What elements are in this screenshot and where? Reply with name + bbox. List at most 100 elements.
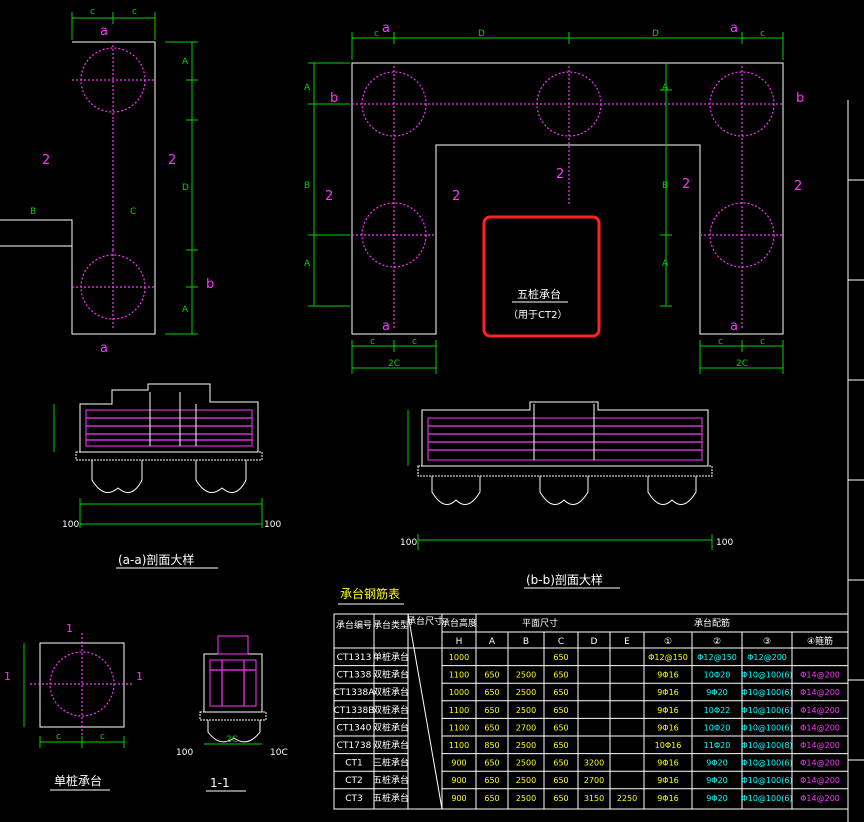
table-cell-id: CT1338 — [337, 671, 372, 681]
table-cell-r3: Φ10@100(6) — [741, 776, 792, 785]
section-mark-1: 1 — [4, 670, 11, 683]
table-cell-id: CT1 — [345, 759, 363, 769]
table-cell-r2: 9Φ20 — [706, 776, 728, 785]
table-cell-r4: Φ14@200 — [800, 706, 840, 715]
table-cell-e: 2250 — [617, 794, 637, 803]
table-cell-type: 双桩承台 — [373, 704, 409, 716]
table-header-plan-E: E — [624, 637, 630, 647]
table-cell-b: 2500 — [516, 759, 536, 768]
table-cell-type: 双桩承台 — [373, 686, 409, 698]
table-header-rebar-1: ② — [713, 637, 721, 647]
table-cell-type: 单桩承台 — [373, 651, 409, 663]
dim-B-label: B — [304, 181, 310, 191]
table-cell-r1: 9Φ16 — [657, 723, 679, 732]
table-cell-r2: Φ12@150 — [697, 653, 737, 662]
section-mark-2: 2 — [556, 167, 564, 182]
table-header-rebar-2: ③ — [763, 637, 771, 647]
table-cell-b: 2500 — [516, 794, 536, 803]
dim-c-label: c — [370, 337, 375, 347]
dim-B-label: B — [30, 207, 36, 217]
table-header-plan-C: C — [558, 637, 564, 647]
section-mark-a: a — [382, 21, 390, 36]
table-cell-a: 650 — [484, 671, 499, 680]
table-cell-r4: Φ14@200 — [800, 688, 840, 697]
table-cell-h: 900 — [451, 776, 466, 785]
section-mark-b: b — [206, 277, 214, 292]
dim-100-label: 100 — [716, 538, 733, 548]
table-cell-type: 双桩承台 — [373, 739, 409, 751]
dim-2c-label: 2C — [226, 735, 238, 745]
table-header-plan-B: B — [523, 637, 529, 647]
section-mark-1: 1 — [136, 670, 143, 683]
section-mark-a: a — [730, 21, 738, 36]
table-cell-d: 2700 — [584, 776, 604, 785]
table-cell-c: 650 — [553, 706, 568, 715]
table-cell-a: 850 — [484, 741, 499, 750]
table-cell-b: 2500 — [516, 776, 536, 785]
table-cell-r4: Φ14@200 — [800, 776, 840, 785]
table-cell-a: 650 — [484, 759, 499, 768]
table-header-rebar: 承台配筋 — [694, 617, 730, 629]
table-header-H: H — [456, 637, 463, 647]
table-cell-b: 2500 — [516, 741, 536, 750]
table-cell-b: 2500 — [516, 671, 536, 680]
table-cell-h: 1100 — [449, 671, 469, 680]
dim-100-label: 10C — [270, 748, 288, 758]
table-header-type: 承台类型 — [373, 619, 409, 631]
table-cell-r1: Φ12@150 — [648, 653, 688, 662]
section-mark-a: a — [730, 319, 738, 334]
table-cell-a: 650 — [484, 776, 499, 785]
table-cell-h: 1000 — [449, 653, 469, 662]
table-cell-r2: 9Φ20 — [706, 759, 728, 768]
dim-D-label: D — [478, 29, 485, 39]
table-header-rebar-3: ④箍筋 — [807, 635, 833, 647]
table-cell-type: 五桩承台 — [373, 792, 409, 804]
section-aa: 100 100 (a-a)剖面大样 — [53, 383, 281, 569]
highlight-box[interactable] — [482, 215, 601, 338]
dim-C-label: C — [130, 207, 136, 217]
table-header-plan-D: D — [591, 637, 598, 647]
dim-c-label: c — [374, 29, 379, 39]
table-cell-r1: 9Φ16 — [657, 688, 679, 697]
table-cell-h: 1100 — [449, 706, 469, 715]
table-cell-r3: Φ12@200 — [747, 653, 787, 662]
table-cell-c: 650 — [553, 688, 568, 697]
table-cell-id: CT1738 — [337, 741, 372, 751]
dim-100-label: 100 — [400, 538, 417, 548]
dim-A-label: A — [304, 83, 311, 93]
dim-c-label: c — [412, 337, 417, 347]
section-mark-2: 2 — [42, 153, 50, 168]
section-mark-b: b — [330, 91, 338, 106]
table-cell-c: 650 — [553, 759, 568, 768]
plan-five-pile: c D D c a a A B A A B A b b 2 2 2 2 2 a … — [304, 21, 804, 374]
table-cell-r3: Φ10@100(6) — [741, 688, 792, 697]
table-cell-r2: 9Φ20 — [706, 688, 728, 697]
table-cell-r2: 9Φ20 — [706, 794, 728, 803]
table-cell-r4: Φ14@200 — [800, 759, 840, 768]
dim-A-label: A — [304, 259, 311, 269]
table-cell-d: 3200 — [584, 759, 604, 768]
table-cell-c: 650 — [553, 794, 568, 803]
dim-100-label: 100 — [62, 520, 79, 530]
plan-single-pile: 1 1 1 c c 单桩承台 — [4, 622, 143, 791]
table-cell-type: 三桩承台 — [373, 757, 409, 769]
table-diagonal — [407, 613, 443, 810]
table-cell-r4: Φ14@200 — [800, 671, 840, 680]
table-cell-b: 2500 — [516, 688, 536, 697]
table-cell-r3: Φ10@100(8) — [741, 741, 792, 750]
table-header-plan-A: A — [489, 637, 496, 647]
section-mark-2: 2 — [325, 189, 333, 204]
table-cell-r2: 10Φ20 — [704, 723, 731, 732]
table-cell-h: 900 — [451, 794, 466, 803]
table-cell-b: 2700 — [516, 723, 536, 732]
section-bb-title: (b-b)剖面大样 — [526, 572, 603, 587]
dim-100-label: 100 — [176, 748, 193, 758]
table-cell-id: CT1340 — [337, 723, 372, 733]
dim-D-label: D — [652, 29, 659, 39]
table-cell-id: CT1338B — [334, 706, 375, 716]
dim-2c-label: 2C — [388, 359, 400, 369]
section-mark-1: 1 — [66, 622, 73, 635]
table-cell-c: 650 — [553, 653, 568, 662]
